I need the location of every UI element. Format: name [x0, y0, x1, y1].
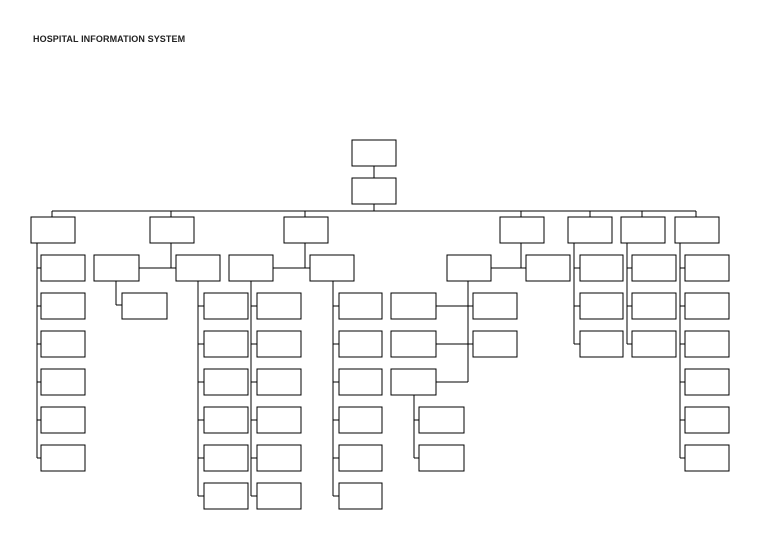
org-box: [418, 406, 465, 434]
org-box: [499, 216, 545, 244]
org-box: [203, 368, 249, 396]
org-box: [684, 406, 730, 434]
org-box: [684, 444, 730, 472]
org-box: [149, 216, 195, 244]
org-box: [203, 292, 249, 320]
org-box: [121, 292, 168, 320]
org-box: [40, 368, 86, 396]
org-boxes: [30, 139, 730, 510]
org-box: [390, 292, 437, 320]
org-box: [684, 330, 730, 358]
org-box: [203, 444, 249, 472]
org-box: [620, 216, 666, 244]
org-box: [684, 368, 730, 396]
org-box: [175, 254, 221, 282]
org-box: [256, 406, 302, 434]
org-box: [472, 292, 518, 320]
org-box: [390, 368, 437, 396]
org-box: [525, 254, 571, 282]
org-box: [30, 216, 76, 244]
org-box: [338, 368, 383, 396]
org-box: [283, 216, 329, 244]
org-box: [338, 292, 383, 320]
org-box: [40, 292, 86, 320]
org-box: [446, 254, 492, 282]
org-box: [684, 292, 730, 320]
org-box: [40, 406, 86, 434]
org-box: [256, 292, 302, 320]
org-box: [203, 406, 249, 434]
org-box: [40, 330, 86, 358]
org-box: [309, 254, 355, 282]
org-box: [256, 482, 302, 510]
org-box: [256, 330, 302, 358]
org-box: [579, 254, 624, 282]
org-box: [338, 482, 383, 510]
org-box: [684, 254, 730, 282]
org-box: [203, 330, 249, 358]
org-box: [256, 444, 302, 472]
document-title: HOSPITAL INFORMATION SYSTEM: [33, 34, 186, 44]
org-box: [418, 444, 465, 472]
org-box: [203, 482, 249, 510]
org-box: [93, 254, 140, 282]
org-box: [579, 330, 624, 358]
org-box: [674, 216, 720, 244]
org-box: [567, 216, 613, 244]
org-box: [338, 406, 383, 434]
org-box: [390, 330, 437, 358]
org-box: [338, 444, 383, 472]
org-box: [40, 444, 86, 472]
org-box: [338, 330, 383, 358]
org-box: [351, 139, 397, 167]
org-box: [256, 368, 302, 396]
org-box: [351, 177, 397, 205]
org-box: [228, 254, 274, 282]
org-box: [472, 330, 518, 358]
org-box: [631, 330, 677, 358]
org-box: [40, 254, 86, 282]
org-box: [579, 292, 624, 320]
connector-lines: [36, 166, 697, 497]
org-box: [631, 254, 677, 282]
org-box: [631, 292, 677, 320]
